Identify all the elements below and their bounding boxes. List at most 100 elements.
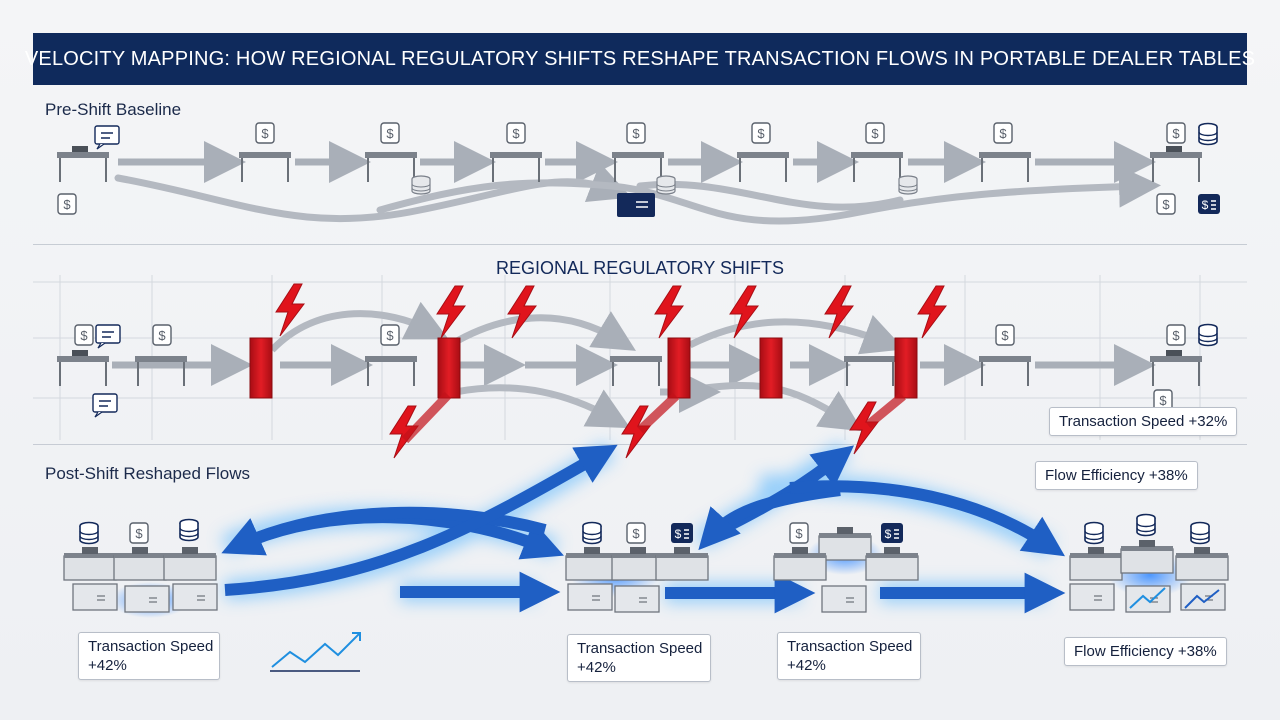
divider-top: [33, 244, 1247, 245]
trend-icon: [270, 632, 361, 672]
barrier-icon: [249, 337, 273, 399]
reg-table-2: [135, 356, 187, 386]
post-cluster-4: [1069, 513, 1229, 613]
reg-table-6: [979, 356, 1031, 386]
title-banner: VELOCITY MAPPING: HOW REGIONAL REGULATOR…: [25, 33, 1255, 85]
dollar-icon: [506, 122, 526, 144]
pre-table-4: [490, 152, 542, 182]
callout-label: Transaction Speed: [88, 638, 214, 655]
post-shift-flows: [63, 441, 1229, 672]
database-icon: [79, 521, 99, 545]
reg-curve: [688, 314, 905, 355]
dollar-icon: [626, 522, 646, 544]
lightning-shaft: [401, 391, 452, 444]
post-rising-arrow: [224, 444, 618, 596]
dollar-icon: [152, 324, 172, 346]
reg-curve: [448, 311, 636, 351]
post-cluster-3: [773, 522, 919, 613]
callout-post-speed-1: Transaction Speed +42%: [78, 632, 220, 680]
pre-table-7: [851, 152, 903, 182]
lightning-icon: [507, 285, 537, 339]
reg-table-3: [365, 356, 417, 386]
post-shift-label: Post-Shift Reshaped Flows: [45, 464, 251, 483]
pre-table-8: [979, 152, 1031, 182]
callout-value: +42%: [787, 657, 826, 674]
callout-flow-efficiency-bottom: Flow Efficiency +38%: [1064, 637, 1227, 666]
barrier-icon: [437, 337, 461, 399]
reg-table-5: [844, 356, 896, 386]
dollar-icon: [995, 324, 1015, 346]
card-icon: [1197, 193, 1221, 215]
pre-shift-label: Pre-Shift Baseline: [45, 100, 182, 119]
database-icon: [1198, 323, 1218, 347]
dollar-icon: [255, 122, 275, 144]
callout-label: Transaction Speed: [577, 640, 703, 657]
lightning-icon: [436, 285, 466, 339]
callout-flow-efficiency-top: Flow Efficiency +38%: [1035, 461, 1198, 490]
dollar-icon: [865, 122, 885, 144]
callout-label: Transaction Speed: [787, 638, 913, 655]
dollar-icon: [380, 324, 400, 346]
post-curve-arrow: [698, 484, 841, 551]
trend-icon: [1129, 587, 1166, 609]
coins-icon: [898, 175, 918, 195]
callout-post-speed-2: Transaction Speed +42%: [567, 634, 711, 682]
database-icon: [179, 518, 199, 542]
page-title: VELOCITY MAPPING: HOW REGIONAL REGULATOR…: [24, 47, 1256, 70]
dollar-icon: [380, 122, 400, 144]
chat-icon: [94, 125, 120, 150]
pre-shift-flows: [57, 122, 1221, 225]
dollar-icon: [626, 122, 646, 144]
database-icon: [1136, 513, 1156, 537]
card-icon: [670, 522, 694, 544]
coins-icon: [656, 175, 676, 195]
lightning-shaft: [636, 392, 680, 434]
pre-table-9: [1150, 146, 1202, 182]
barrier-icon: [894, 337, 918, 399]
trend-icon: [1184, 589, 1220, 609]
pre-table-3: [365, 152, 417, 182]
divider-bottom: [33, 444, 1247, 445]
dollar-icon: [789, 522, 809, 544]
pre-table-6: [737, 152, 789, 182]
chat-icon: [92, 393, 118, 418]
lightning-icon: [621, 405, 651, 459]
callout-reg-speed: Transaction Speed +32%: [1049, 407, 1238, 436]
database-icon: [582, 521, 602, 545]
post-cluster-2: [565, 521, 709, 613]
post-curve-arrow: [789, 480, 1066, 557]
database-icon: [1084, 521, 1104, 545]
dollar-icon: [1166, 122, 1186, 144]
dollar-icon: [751, 122, 771, 144]
lightning-icon: [654, 285, 684, 339]
lightning-icon: [917, 285, 947, 339]
reg-curve: [269, 301, 449, 353]
regulatory-shifts-label: REGIONAL REGULATORY SHIFTS: [495, 258, 785, 278]
coins-icon: [411, 175, 431, 195]
database-icon: [1198, 122, 1218, 146]
callout-post-speed-3: Transaction Speed +42%: [777, 632, 921, 680]
dollar-chat-icon: [74, 324, 121, 349]
barrier-icon: [759, 337, 783, 399]
dollar-icon: [993, 122, 1013, 144]
reg-table-4: [610, 356, 662, 386]
dollar-icon: [129, 522, 149, 544]
dollar-icon: [1156, 193, 1176, 215]
pre-table-1: [57, 146, 109, 182]
dollar-icon: [1166, 324, 1186, 346]
barrier-icon: [667, 337, 691, 399]
callout-value: +42%: [577, 659, 616, 676]
card-icon: [617, 193, 655, 217]
callout-value: +42%: [88, 657, 127, 674]
post-cluster-1: [63, 518, 218, 618]
card-icon: [880, 522, 904, 544]
database-icon: [1190, 521, 1210, 545]
pre-table-2: [239, 152, 291, 182]
lightning-icon: [849, 401, 879, 455]
reg-curve: [454, 384, 631, 429]
baseline-wave: [636, 180, 904, 211]
regulatory-flows: [57, 283, 1218, 459]
reg-table-1: [57, 350, 109, 386]
pre-table-5: [612, 152, 664, 182]
